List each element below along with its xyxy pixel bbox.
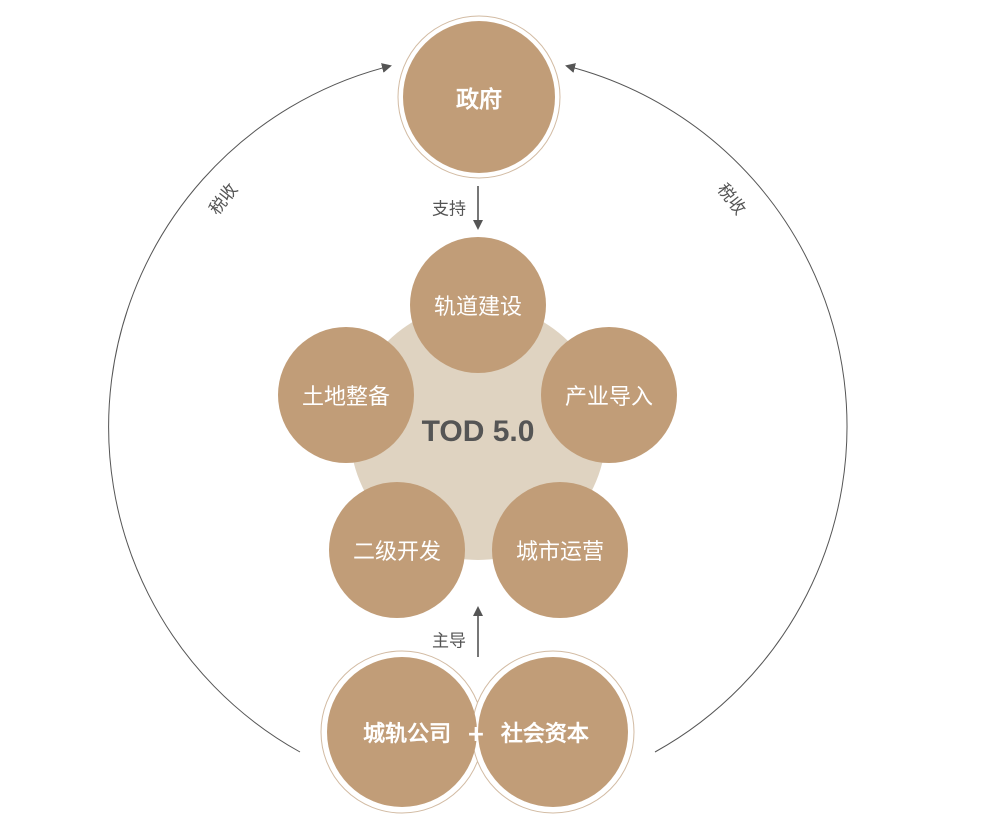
government-label: 政府: [456, 87, 502, 113]
component-label: 土地整备: [301, 385, 391, 410]
component-label: 轨道建设: [433, 295, 523, 320]
component-node: [410, 237, 546, 373]
government-node: [403, 21, 555, 173]
component-label: 产业导入: [564, 385, 654, 410]
component-node: [278, 327, 414, 463]
tax-arc-left: [108, 63, 392, 753]
component-label: 二级开发: [352, 540, 442, 565]
investor-left-node: [327, 657, 477, 807]
support-label: 支持: [432, 199, 466, 220]
investor-left-label: 城轨公司: [363, 722, 452, 747]
component-node: [541, 327, 677, 463]
component-node: [329, 482, 465, 618]
component-label: 城市运营: [515, 540, 605, 565]
investor-right-label: 社会资本: [500, 722, 589, 747]
component-node: [492, 482, 628, 618]
core-label: TOD 5.0: [421, 415, 535, 448]
plus-sign: +: [466, 722, 486, 747]
lead-label: 主导: [432, 631, 466, 652]
investors-label: 城轨公司 + 社会资本: [363, 716, 589, 748]
tax-arc-right: [565, 63, 848, 753]
investor-right-node: [478, 657, 628, 807]
